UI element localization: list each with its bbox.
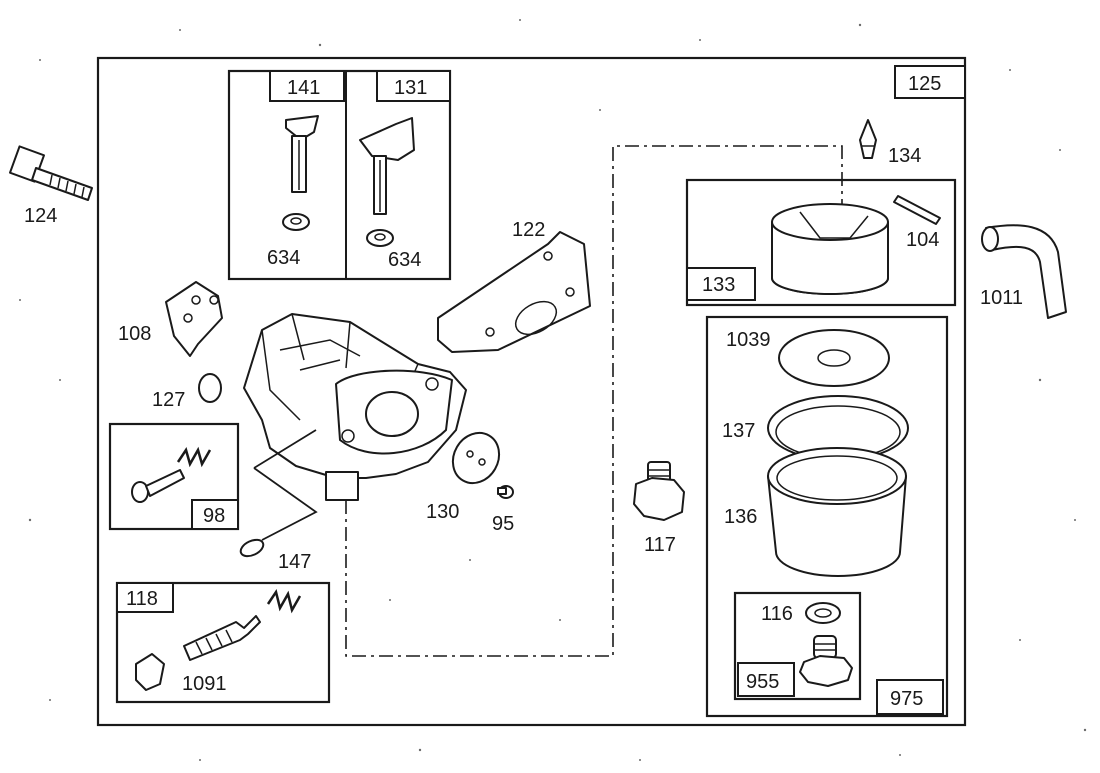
shaft-kit-frame bbox=[227, 69, 452, 281]
throttle-shaft-tag-box bbox=[269, 70, 345, 102]
throttle-shaft-label: 141 bbox=[287, 77, 320, 99]
bowl-kit-tag-box bbox=[876, 679, 944, 715]
float-pin-label: 104 bbox=[906, 229, 939, 251]
mixture-kit-label: 118 bbox=[126, 588, 158, 610]
choke-shaft-label: 131 bbox=[394, 77, 427, 99]
idle-kit-tag-box bbox=[191, 499, 239, 530]
float-tag-box bbox=[686, 267, 756, 301]
choke-shaft-tag-box bbox=[376, 70, 451, 102]
idle-spring-part bbox=[176, 446, 212, 468]
choke-shaft-part bbox=[359, 117, 415, 215]
main-kit-label: 125 bbox=[908, 73, 941, 95]
top-gasket-part bbox=[778, 329, 890, 387]
needle-label: 134 bbox=[888, 145, 921, 167]
throttle-plate-part bbox=[451, 431, 501, 485]
idle-screw-part bbox=[131, 469, 185, 503]
throttle-plate-label: 130 bbox=[426, 501, 459, 523]
bowl-nut-part bbox=[799, 635, 853, 687]
float-label: 133 bbox=[702, 274, 735, 296]
float-kit-frame bbox=[685, 178, 957, 307]
idle-kit-frame bbox=[108, 422, 240, 531]
mixture-kit-frame bbox=[115, 581, 331, 704]
seal-left-part bbox=[282, 213, 310, 231]
scan-speckle bbox=[19, 19, 1087, 761]
mixture-screw-label: 1091 bbox=[182, 673, 227, 695]
washer-part bbox=[805, 602, 841, 624]
mixture-spring-part bbox=[266, 588, 302, 614]
mixture-screw-part bbox=[183, 615, 261, 661]
fuel-line-label: 1011 bbox=[980, 287, 1023, 309]
bowl-nut-label: 955 bbox=[746, 671, 779, 693]
small-screw-label: 95 bbox=[492, 513, 514, 535]
throttle-shaft-part bbox=[285, 115, 319, 193]
needle-part bbox=[859, 119, 877, 159]
main-jet-label: 117 bbox=[644, 534, 676, 556]
bowl-nut-tag-box bbox=[737, 662, 795, 697]
main-kit-frame bbox=[96, 56, 967, 727]
float-pin-part bbox=[893, 195, 941, 225]
bowl-nut-kit-frame bbox=[733, 591, 862, 701]
bowl-kit-label: 975 bbox=[890, 688, 923, 710]
mixture-cap-part bbox=[135, 653, 165, 691]
spacer-part bbox=[437, 231, 591, 353]
bowl-kit-frame bbox=[705, 315, 949, 718]
float-part bbox=[771, 203, 889, 295]
main-jet-part bbox=[633, 461, 685, 521]
bowl-connector-line bbox=[345, 145, 843, 657]
mixture-kit-tag-box bbox=[116, 582, 174, 613]
screw-left-label: 124 bbox=[24, 205, 57, 227]
ring-label: 127 bbox=[152, 389, 185, 411]
screw-left-part bbox=[8, 145, 93, 201]
seal-right-part bbox=[366, 229, 394, 247]
washer-label: 116 bbox=[761, 603, 793, 625]
seal-left-label: 634 bbox=[267, 247, 300, 269]
link-label: 147 bbox=[278, 551, 311, 573]
plate-label: 108 bbox=[118, 323, 151, 345]
bowl-part bbox=[767, 447, 907, 577]
ring-part bbox=[198, 373, 222, 403]
idle-kit-label: 98 bbox=[203, 505, 225, 527]
plate-part bbox=[165, 281, 223, 357]
spacer-label: 122 bbox=[512, 219, 545, 241]
link-part bbox=[239, 429, 318, 558]
top-gasket-label: 1039 bbox=[726, 329, 771, 351]
carburetor-body-part bbox=[243, 313, 467, 501]
bowl-label: 136 bbox=[724, 506, 757, 528]
small-screw-part bbox=[497, 485, 514, 499]
fuel-line-part bbox=[981, 224, 1067, 319]
main-kit-tag-box bbox=[894, 65, 966, 99]
seal-right-label: 634 bbox=[388, 249, 421, 271]
bowl-oring-label: 137 bbox=[722, 420, 755, 442]
